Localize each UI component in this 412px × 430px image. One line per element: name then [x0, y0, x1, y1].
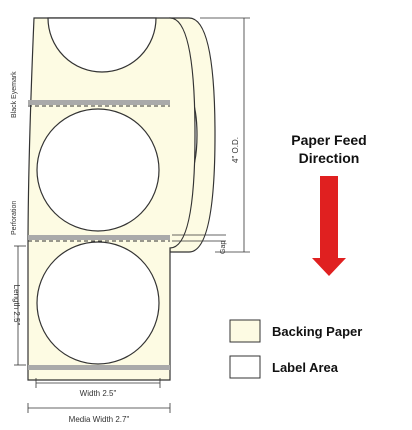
circle-label-bottom — [36, 241, 160, 365]
feed-direction-line1: Paper Feed — [291, 132, 366, 148]
width-label: Width 2.5" — [80, 389, 117, 398]
legend-swatch-label-area — [229, 355, 261, 379]
paper-feed-direction: Paper Feed Direction — [291, 132, 367, 276]
eyemark-strip-2 — [28, 235, 170, 240]
circle-label-middle — [36, 108, 160, 232]
perforation-label: Perforation — [11, 201, 18, 235]
length-dimension: Length 2.5" — [12, 245, 26, 366]
eyemark-strip-3 — [28, 365, 170, 370]
down-arrow-icon — [312, 176, 346, 276]
feed-direction-line2: Direction — [299, 150, 360, 166]
media-width-dimension: Media Width 2.7" — [27, 403, 171, 424]
length-label: Length 2.5" — [12, 285, 21, 326]
outer-diameter-label: 4" O.D. — [231, 137, 240, 163]
gap-label: Gap — [220, 241, 227, 254]
legend-swatch-backing — [229, 319, 261, 343]
media-width-label: Media Width 2.7" — [69, 415, 130, 424]
legend-label-label-area: Label Area — [272, 360, 339, 375]
circle-label-top — [47, 17, 157, 73]
eyemark-strip-1 — [28, 100, 170, 105]
black-eyemark-label: Black Eyemark — [11, 71, 18, 118]
outer-diameter-dimension: 4" O.D. — [200, 17, 250, 253]
gap-dimension: Gap — [172, 234, 227, 254]
legend: Backing Paper Label Area — [229, 319, 362, 379]
legend-label-backing: Backing Paper — [272, 324, 362, 339]
width-dimension: Width 2.5" — [35, 378, 161, 398]
